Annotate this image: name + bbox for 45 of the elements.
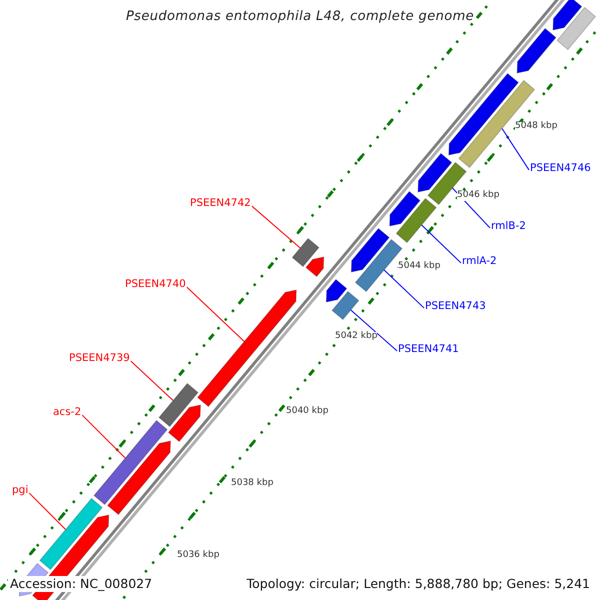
- gene-feature: [197, 290, 297, 408]
- leader-line: [251, 206, 301, 249]
- gene-feature: [305, 256, 324, 278]
- gene-bar: [158, 382, 199, 428]
- diagram-title: Pseudomonas entomophila L48, complete genome: [126, 10, 474, 24]
- gene-label: PSEEN4739: [69, 353, 130, 365]
- scale-label: 5046 kbp: [457, 191, 500, 201]
- leader-line: [130, 360, 174, 402]
- leader-line: [82, 414, 126, 459]
- gene-bar: [93, 420, 168, 506]
- gene-feature: [389, 190, 421, 226]
- gene-label: PSEEN4743: [425, 301, 486, 313]
- gene-bar: [292, 238, 320, 268]
- gene-label: PSEEN4740: [125, 279, 186, 291]
- gene-bar: [556, 6, 596, 50]
- scale-label: 5044 kbp: [398, 262, 440, 272]
- gene-feature: [350, 228, 390, 272]
- gene-feature: [418, 152, 452, 192]
- gene-feature: [107, 440, 171, 516]
- scale-label: 5036 kbp: [177, 551, 220, 561]
- leader-line: [350, 309, 398, 352]
- gene-bar: [332, 290, 360, 320]
- leader-line: [28, 492, 66, 530]
- gene-label: PSEEN4741: [398, 344, 459, 356]
- gene-label: pgi: [12, 485, 28, 497]
- scale-label: 5042 kbp: [335, 332, 378, 342]
- gene-bar: [39, 498, 103, 570]
- leader-line: [384, 269, 424, 308]
- gene-label: PSEEN4742: [190, 198, 251, 210]
- leader-line: [186, 286, 245, 342]
- gene-label: PSEEN4746: [530, 163, 591, 175]
- gene-bar: [396, 198, 437, 244]
- gene-feature: [552, 0, 582, 30]
- scale-label: 5048 kbp: [515, 122, 558, 132]
- gene-feature: [168, 404, 201, 442]
- leader-line: [421, 224, 462, 264]
- genome-info-text: Topology: circular; Length: 5,888,780 bp; Genes: 5,241: [244, 576, 592, 592]
- scale-label: 5038 kbp: [231, 479, 274, 489]
- gene-label: rmlB-2: [491, 221, 526, 233]
- gene-label: acs-2: [53, 407, 82, 419]
- gene-feature: [326, 278, 348, 302]
- gene-label: rmlA-2: [462, 256, 497, 268]
- scale-label: 5040 kbp: [286, 407, 328, 417]
- leader-line: [502, 128, 530, 170]
- gene-feature: [516, 28, 556, 74]
